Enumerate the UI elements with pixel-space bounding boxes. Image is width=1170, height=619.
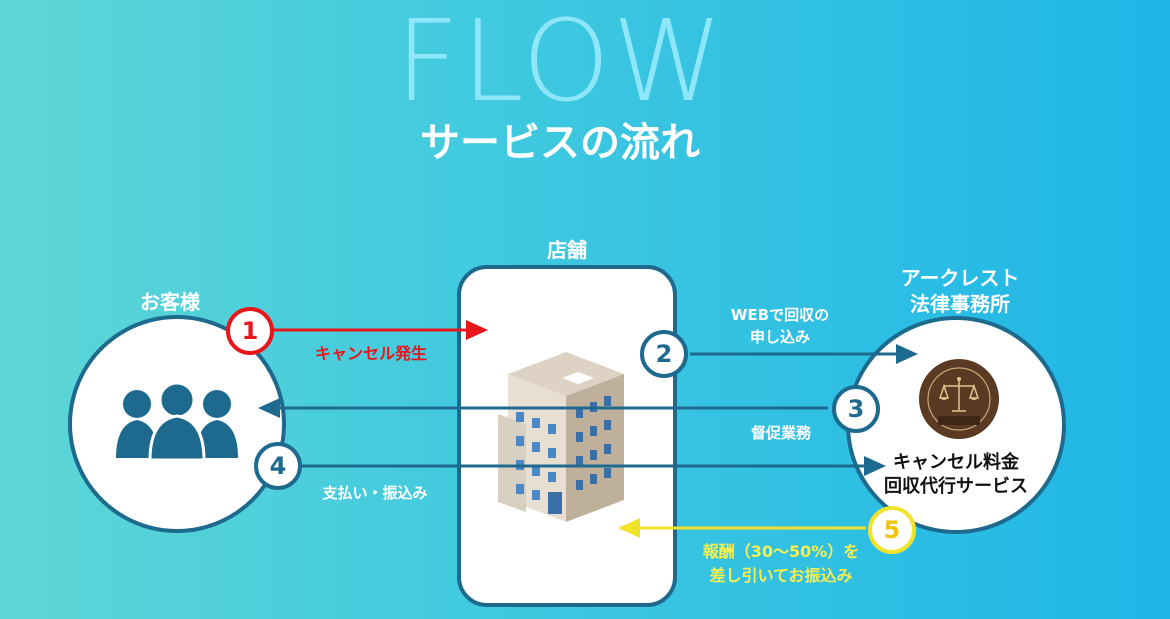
step-2-badge: 2 [640,330,688,378]
step-5-badge: 5 [868,506,916,554]
step-4-badge: 4 [254,442,302,490]
service-label-line2: 回収代行サービス [884,476,1028,497]
arrow-1 [262,320,488,340]
step-5-label-line1: 報酬（30～50%）を [702,542,860,561]
step-2-label-line1: WEBで回収の [730,306,830,324]
office-building-icon [498,352,624,522]
step-4-label: 支払い・振込み [322,484,428,502]
step-3-badge: 3 [832,385,880,433]
customer-label: お客様 [140,290,200,314]
arrow-2 [690,344,918,364]
step-2-label-line2: 申し込み [749,328,810,346]
people-group-icon [116,381,238,460]
arrow-3 [258,398,828,418]
page-subtitle: サービスの流れ [420,120,700,166]
scales-of-justice-logo [919,359,999,439]
firm-label-line1: アークレスト [900,266,1020,290]
firm-label-line2: 法律事務所 [910,292,1010,316]
arrow-4 [300,456,886,476]
step-1-label: キャンセル発生 [314,344,427,363]
step-1-badge: 1 [226,307,274,355]
flow-title: FLOW [395,0,725,127]
arrow-5 [618,518,866,538]
service-label-line1: キャンセル料金 [893,452,1019,473]
step-3-label: 督促業務 [750,424,811,442]
store-label: 店舗 [547,238,587,262]
step-5-label-line2: 差し引いてお振込み [709,566,853,585]
